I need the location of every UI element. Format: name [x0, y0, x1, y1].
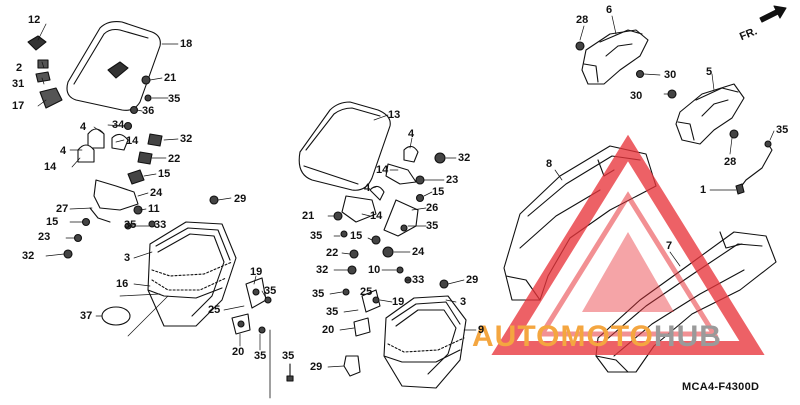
- callout-3-center: 3: [460, 296, 467, 308]
- callout-4-center-a: 4: [408, 128, 415, 140]
- callout-25-center: 25: [360, 286, 373, 298]
- left-cover-part: [66, 21, 161, 111]
- callout-4-left-b: 4: [60, 145, 67, 157]
- callout-19-left: 19: [250, 266, 263, 278]
- callout-30-a: 30: [664, 69, 677, 81]
- left-housing-leaders: [95, 251, 169, 337]
- callout-5: 5: [706, 66, 713, 78]
- callout-13: 13: [388, 109, 401, 121]
- callout-15-left-b: 15: [46, 216, 59, 228]
- center-cover-part: [298, 101, 391, 191]
- callout-36: 36: [142, 105, 155, 117]
- left-small-parts: [27, 35, 219, 259]
- callout-21-left: 21: [164, 72, 177, 84]
- watermark-text-orange: AUTOMOTO: [472, 320, 654, 353]
- callout-34: 34: [112, 119, 125, 131]
- center-leader-lines: [327, 114, 465, 368]
- callout-20-center: 20: [322, 324, 335, 336]
- callout-35-center-d: 35: [326, 306, 339, 318]
- callout-20-left: 20: [232, 346, 245, 358]
- callout-15-center-a: 15: [432, 186, 445, 198]
- watermark-text-gray: HUB: [653, 320, 722, 353]
- callout-33-left: 33: [154, 219, 167, 231]
- callout-35-left-b: 35: [124, 219, 137, 231]
- callout-18: 18: [180, 38, 193, 50]
- callout-4-center-b: 4: [364, 182, 371, 194]
- forward-direction-arrow: [759, 5, 787, 23]
- callout-22-center: 22: [326, 247, 339, 259]
- callout-6: 6: [606, 4, 613, 16]
- callout-3-left: 3: [124, 252, 131, 264]
- callout-35-center-a: 35: [426, 220, 439, 232]
- callout-2: 2: [16, 62, 23, 74]
- callout-24-center: 24: [412, 246, 425, 258]
- callout-32-left-b: 32: [22, 250, 35, 262]
- callout-29-bottom: 29: [310, 361, 323, 373]
- left-bracket-leaders: [223, 275, 267, 351]
- callout-14-center-b: 14: [370, 210, 383, 222]
- callout-16: 16: [116, 278, 129, 290]
- callout-1: 1: [700, 184, 707, 196]
- callout-19-center: 19: [392, 296, 405, 308]
- callout-7: 7: [666, 240, 673, 252]
- left-leader-lines: [37, 23, 232, 257]
- callout-15-center-b: 15: [350, 230, 363, 242]
- callout-33-center: 33: [412, 274, 425, 286]
- callout-4-left-a: 4: [80, 121, 87, 133]
- left-bracket-parts: [231, 277, 272, 335]
- callout-32-left-a: 32: [180, 133, 193, 145]
- callout-37: 37: [80, 310, 93, 322]
- callout-32-center-b: 32: [316, 264, 329, 276]
- callout-21-center: 21: [302, 210, 315, 222]
- callout-35-left-d: 35: [254, 350, 267, 362]
- left-housing-part: [147, 221, 237, 327]
- center-housing-leaders: [445, 299, 477, 331]
- center-housing-part: [383, 295, 467, 389]
- callout-35-center-c: 35: [312, 288, 325, 300]
- callout-27: 27: [56, 203, 69, 215]
- long-duct-leaders: [554, 169, 681, 267]
- callout-28-right: 28: [724, 156, 737, 168]
- callout-35-right: 35: [776, 124, 789, 136]
- callout-35-center-b: 35: [310, 230, 323, 242]
- right-leader-lines: [579, 15, 775, 191]
- callout-29-center: 29: [466, 274, 479, 286]
- diagram-code: MCA4-F4300D: [682, 381, 760, 393]
- callout-8: 8: [546, 158, 553, 170]
- callout-35-left-c: 35: [264, 285, 277, 297]
- callout-26: 26: [426, 202, 439, 214]
- callout-29-left: 29: [234, 193, 247, 205]
- callout-17: 17: [12, 100, 25, 112]
- callout-35-bottom: 35: [282, 350, 295, 362]
- callout-14-left-b: 14: [44, 161, 57, 173]
- watermark-text: AUTOMOTOHUB: [472, 322, 722, 352]
- callout-24-left: 24: [150, 187, 163, 199]
- upper-duct-part: [575, 29, 649, 85]
- long-duct-7-part: [595, 231, 777, 373]
- callout-12: 12: [28, 14, 41, 26]
- callout-25-left: 25: [208, 304, 221, 316]
- left-lid-part: [101, 306, 131, 326]
- callout-35-left-a: 35: [168, 93, 181, 105]
- middle-duct-part: [675, 83, 745, 145]
- callout-14-left-a: 14: [126, 135, 139, 147]
- callout-30-b: 30: [630, 90, 643, 102]
- callout-10: 10: [368, 264, 381, 276]
- callout-9: 9: [478, 324, 485, 336]
- callout-23-left: 23: [38, 231, 51, 243]
- callout-11: 11: [148, 203, 160, 215]
- callout-14-center-a: 14: [376, 164, 389, 176]
- callout-32-center-a: 32: [458, 152, 471, 164]
- callout-15-left-a: 15: [158, 168, 171, 180]
- callout-23-center: 23: [446, 174, 459, 186]
- callout-22-left: 22: [168, 153, 181, 165]
- callout-31: 31: [12, 78, 25, 90]
- callout-28-top: 28: [576, 14, 589, 26]
